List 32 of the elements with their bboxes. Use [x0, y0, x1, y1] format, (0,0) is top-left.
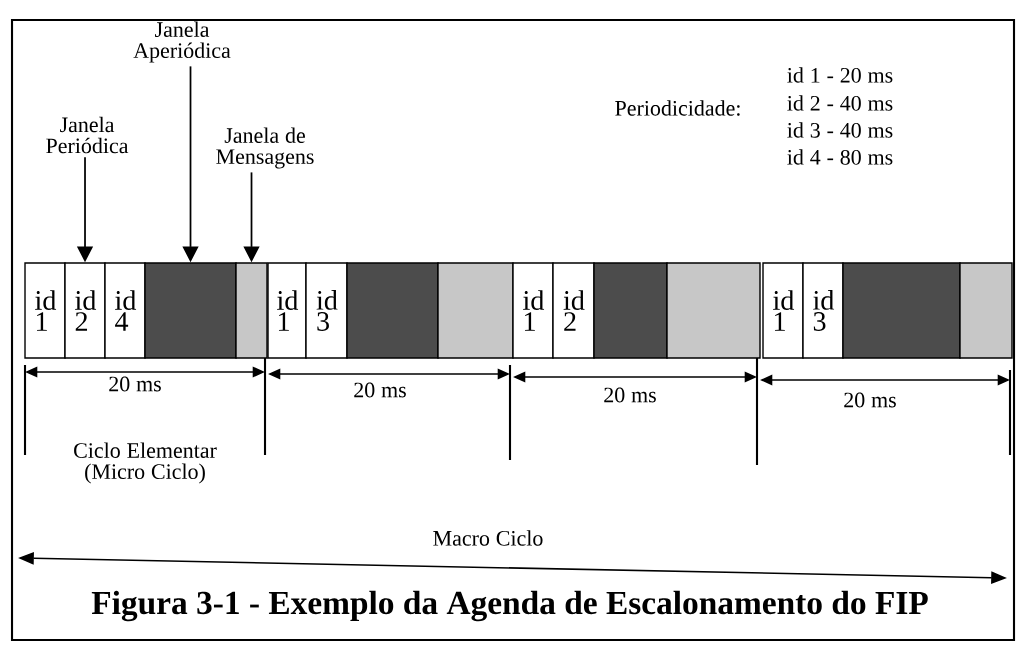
shaded-slot [842, 262, 961, 359]
dimension-label: 20 ms [109, 376, 161, 392]
dimension-label: 20 ms [354, 382, 406, 398]
dimension-label: 20 ms [844, 392, 896, 408]
time-slot-cell: id 1 [267, 262, 307, 359]
periodicity-entry: id 4 - 80 ms [787, 149, 893, 165]
shaded-slot [593, 262, 668, 359]
time-slot-cell: id 3 [305, 262, 348, 359]
shaded-slot [666, 262, 761, 359]
shaded-slot [437, 262, 514, 359]
time-slot-cell: id 2 [552, 262, 595, 359]
periodicity-entry: id 1 - 20 ms [787, 67, 893, 83]
time-slot-cell: id 1 [512, 262, 554, 359]
shaded-slot [959, 262, 1013, 359]
dimension-label: 20 ms [604, 387, 656, 403]
caption: Figura 3-1 - Exemplo da Agenda de Escalonamento do FIP [91, 590, 928, 622]
time-slot-cell: id 1 [24, 262, 66, 359]
periodicity-entry: id 3 - 40 ms [787, 122, 893, 138]
periodicity-label: Periodicidade: [615, 100, 740, 116]
time-slot-cell: id 3 [802, 262, 844, 359]
time-slot-cell: id 2 [64, 262, 106, 359]
shaded-slot [346, 262, 439, 359]
time-slot-cell: id 1 [762, 262, 804, 359]
annotation-text: Janela de Mensagens [216, 127, 314, 169]
annotation-text: Janela Aperiódica [133, 21, 231, 63]
dimension-label: Macro Ciclo [433, 530, 543, 546]
shaded-slot [235, 262, 268, 359]
shaded-slot [144, 262, 237, 359]
time-slot-cell: id 4 [104, 262, 146, 359]
annotation-text: Janela Periódica [46, 116, 129, 154]
periodicity-entry: id 2 - 40 ms [787, 95, 893, 111]
cycle-label: Ciclo Elementar (Micro Ciclo) [74, 442, 217, 484]
